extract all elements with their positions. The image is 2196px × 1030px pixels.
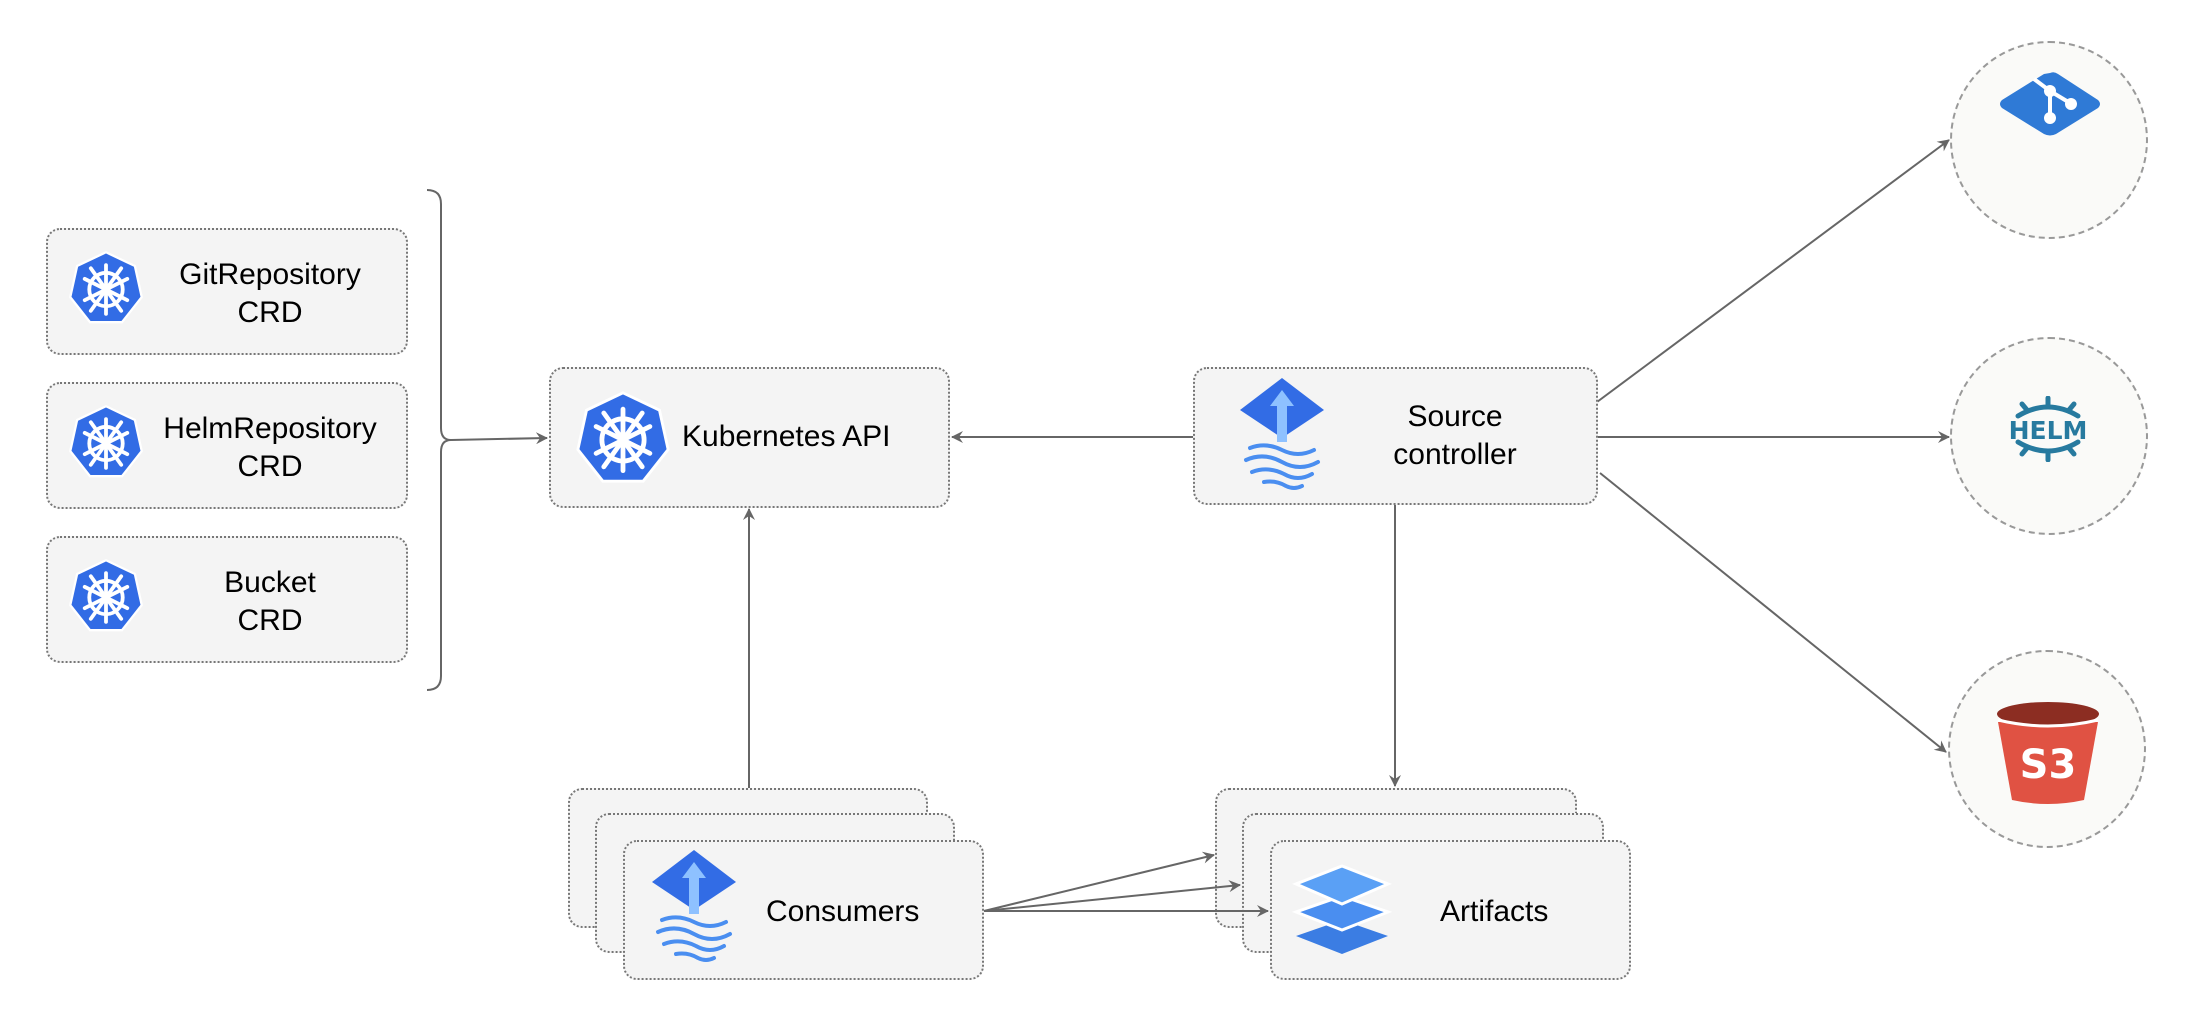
s3-icon: S3 — [1997, 702, 2099, 804]
source-controller-line2: controller — [1393, 438, 1517, 471]
crd-type: CRD — [237, 604, 303, 637]
kubernetes-icon — [68, 250, 144, 326]
helm-text: HELM — [2009, 416, 2088, 445]
arrow-crds-to-api — [450, 432, 548, 445]
s3-text: S3 — [2020, 742, 2077, 788]
artifacts-label: Artifacts — [1440, 895, 1549, 928]
consumers-label: Consumers — [766, 895, 920, 928]
git-icon — [2000, 72, 2100, 136]
source-controller-label: Source controller — [1360, 398, 1550, 474]
crd-type: CRD — [237, 296, 303, 329]
kubernetes-api-label: Kubernetes API — [682, 420, 891, 453]
crd-name: Bucket — [224, 566, 316, 599]
crd-brace — [426, 189, 452, 691]
kubernetes-icon — [68, 404, 144, 480]
crd-name: HelmRepository — [163, 412, 377, 445]
layers-icon — [1292, 864, 1392, 954]
flux-icon — [648, 848, 740, 968]
helm-source — [1950, 337, 2148, 535]
flux-icon — [1236, 376, 1328, 496]
helm-icon: HELM — [2009, 396, 2088, 462]
arrow-controller-to-s3 — [1599, 472, 1947, 753]
kubernetes-icon — [575, 390, 671, 486]
source-controller-node — [1193, 367, 1598, 505]
arrow-controller-to-git — [1596, 139, 1950, 403]
crd-type: CRD — [237, 450, 303, 483]
source-controller-line1: Source — [1407, 400, 1503, 433]
kubernetes-icon — [68, 558, 144, 634]
crd-name: GitRepository — [179, 258, 361, 291]
